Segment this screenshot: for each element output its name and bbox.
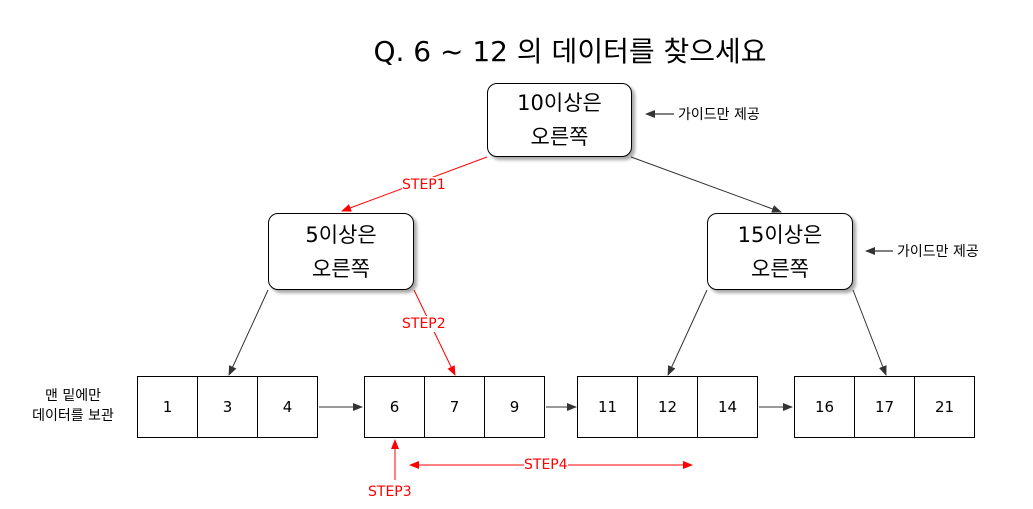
right-node: 15이상은 오른쪽 [707,213,853,290]
step2-label: STEP2 [402,316,446,332]
root-to-right-arrow [630,156,782,213]
leaf-cell: 21 [914,376,975,438]
leaf-note-line2: 데이터를 보관 [32,408,114,424]
leaf-cell: 3 [197,376,258,438]
left-node-line2: 오른쪽 [312,256,370,281]
guide-note-root: 가이드만 제공 [678,107,760,123]
leaf-note: 맨 밑에만 데이터를 보관 [18,386,128,426]
leaf-note-line1: 맨 밑에만 [45,388,101,404]
leaf-cell: 1 [137,376,198,438]
leaf-cell: 16 [794,376,855,438]
leaf-node-3: 11 12 14 [577,376,758,438]
step2-arrow [413,289,456,376]
right-node-line1: 15이상은 [737,222,823,247]
leaf-cell: 6 [364,376,425,438]
step4-label: STEP4 [524,457,568,473]
leaf-node-4: 16 17 21 [794,376,975,438]
root-node: 10이상은 오른쪽 [487,83,632,157]
leaf-node-2: 6 7 9 [364,376,545,438]
right-to-leaf4-arrow [852,289,887,376]
right-to-leaf3-arrow [667,289,708,376]
left-node: 5이상은 오른쪽 [268,213,414,290]
root-node-line2: 오른쪽 [530,125,589,149]
right-node-line2: 오른쪽 [751,256,809,281]
guide-note-right: 가이드만 제공 [897,244,979,260]
leaf-cell: 7 [424,376,485,438]
leaf-cell: 17 [854,376,915,438]
page-title: Q. 6 ~ 12 의 데이터를 찾으세요 [373,35,767,68]
leaf-node-1: 1 3 4 [137,376,318,438]
left-node-line1: 5이상은 [305,222,377,247]
left-to-leaf1-arrow [228,289,269,376]
step3-label: STEP3 [368,484,412,500]
root-node-line1: 10이상은 [517,91,602,115]
leaf-cell: 11 [577,376,638,438]
leaf-cell: 9 [484,376,545,438]
leaf-cell: 4 [257,376,318,438]
step1-label: STEP1 [402,177,446,193]
leaf-cell: 12 [637,376,698,438]
leaf-cell: 14 [697,376,758,438]
